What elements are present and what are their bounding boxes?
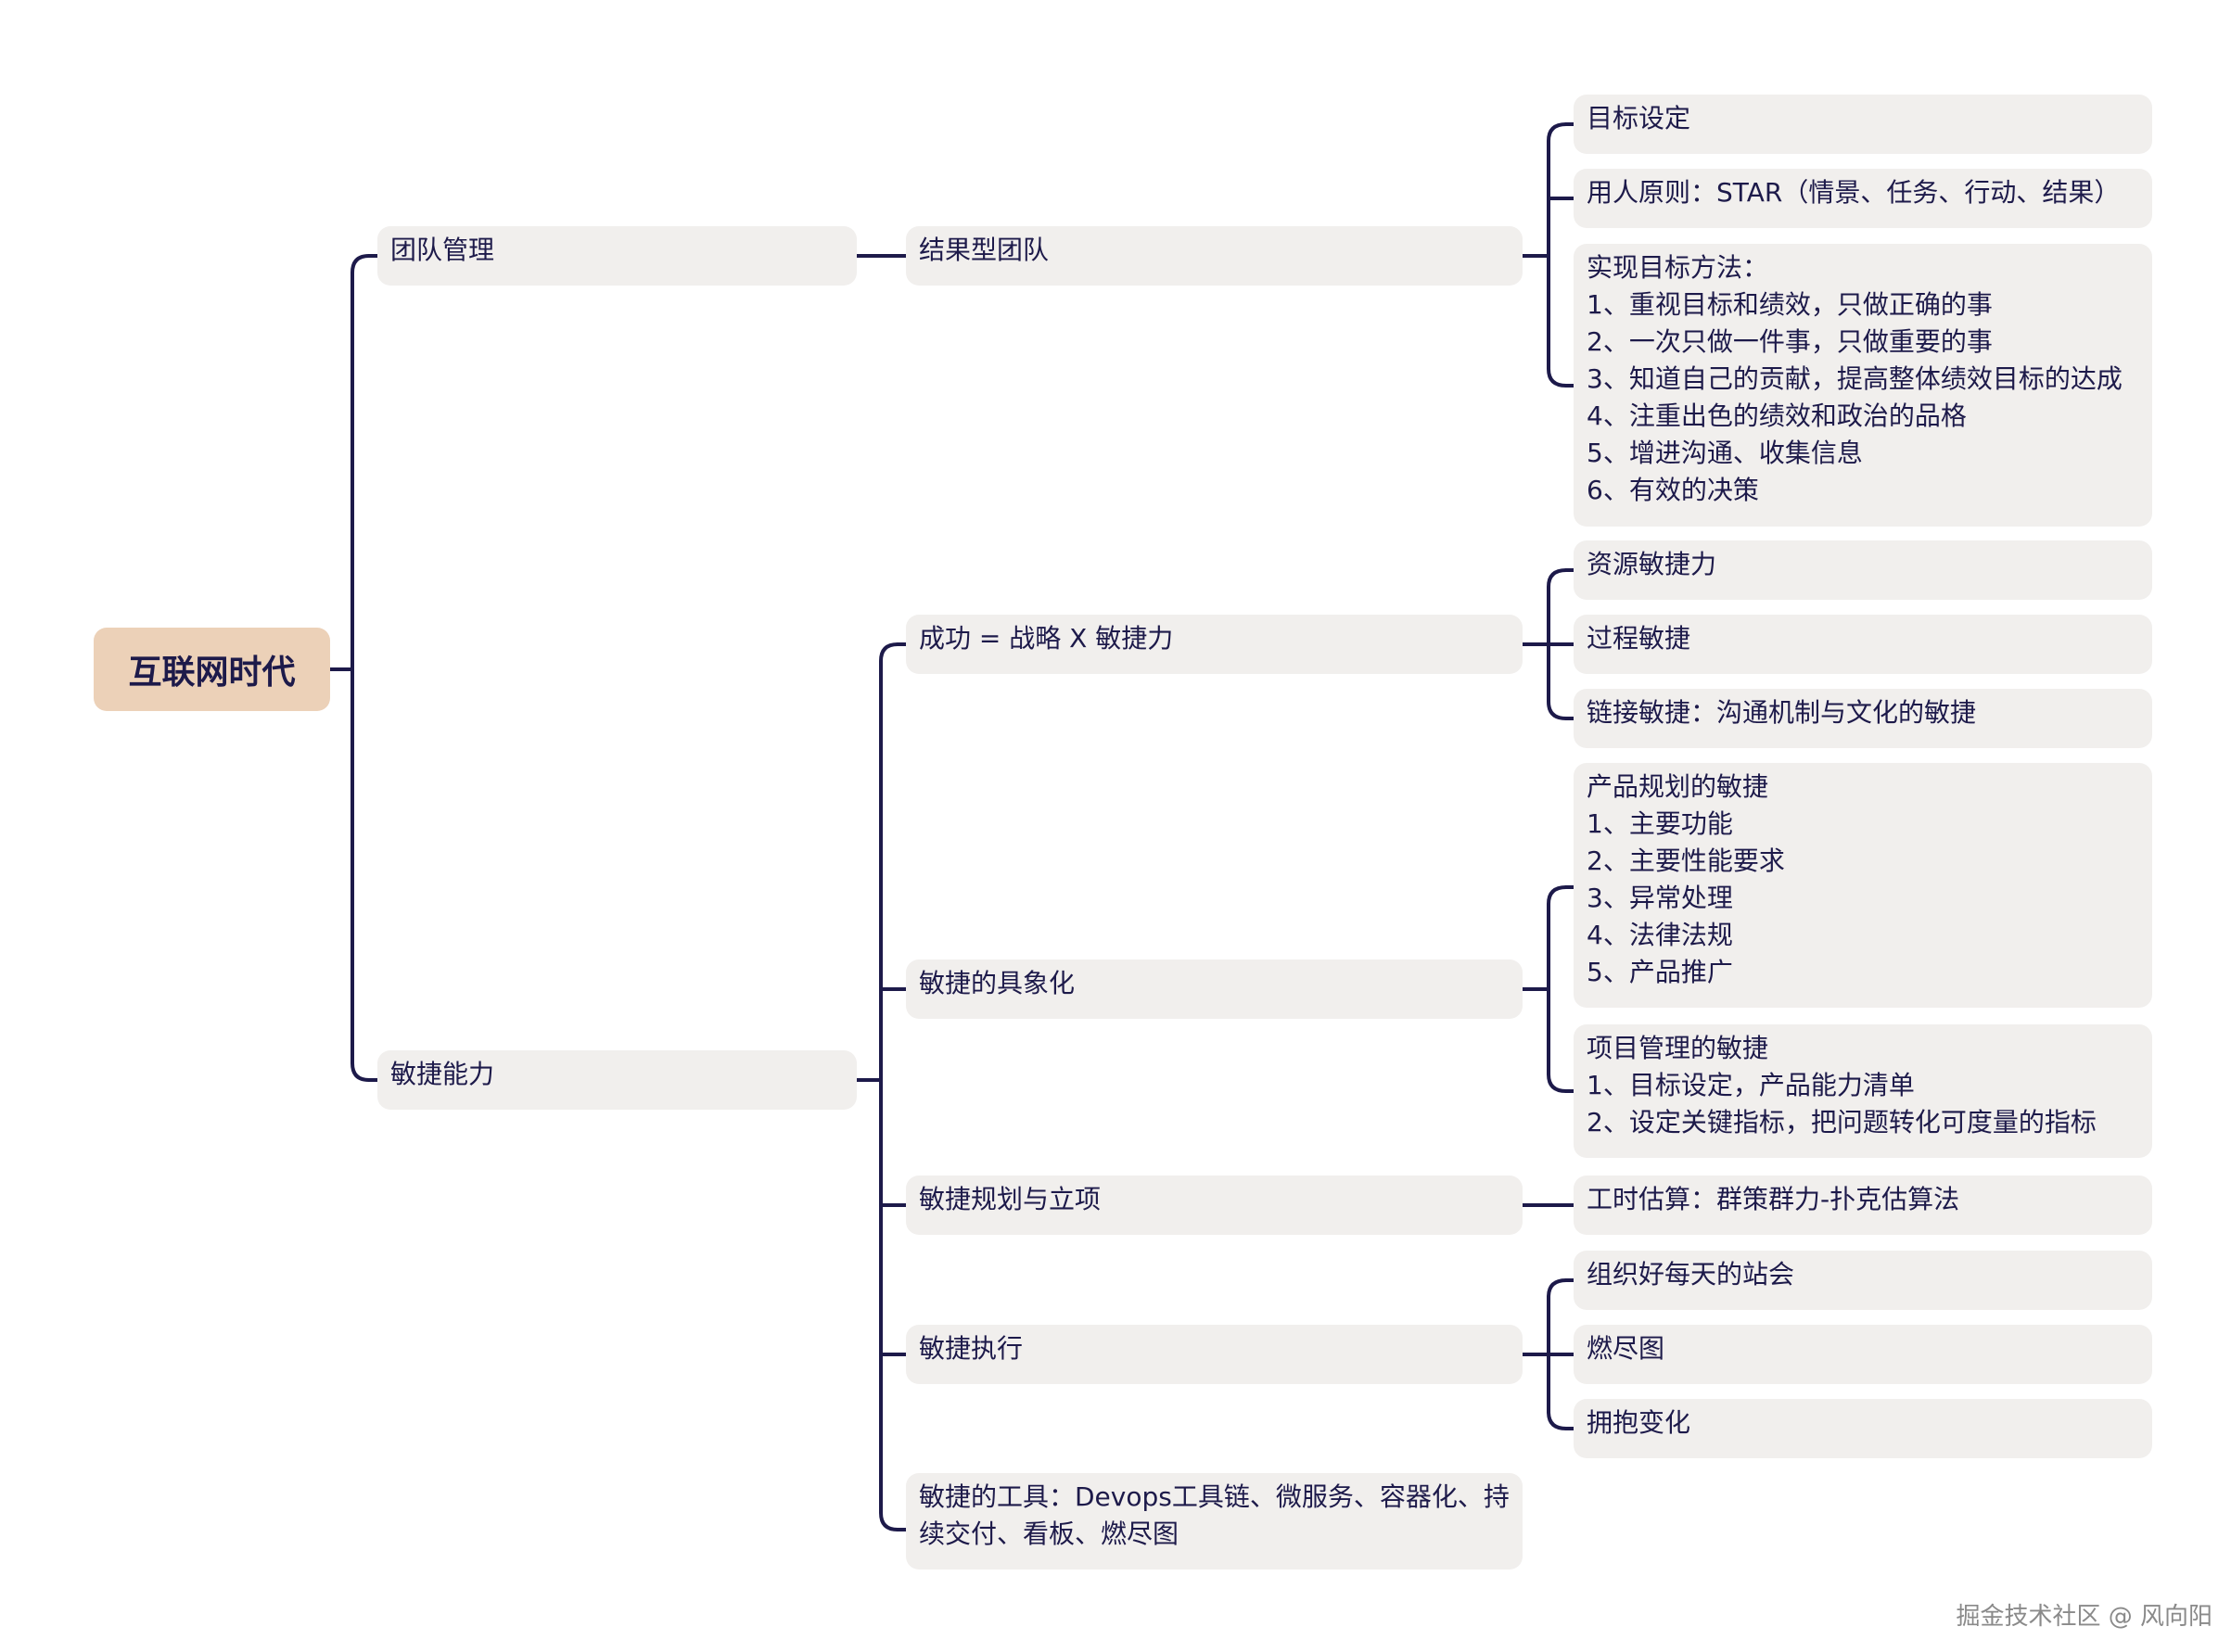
node-link-agility[interactable]: 链接敏捷：沟通机制与文化的敏捷 [1574, 689, 2152, 748]
node-embrace-change[interactable]: 拥抱变化 [1574, 1399, 2152, 1458]
node-project-management[interactable]: 项目管理的敏捷 1、目标设定，产品能力清单 2、设定关键指标，把问题转化可度量的… [1574, 1024, 2152, 1158]
node-agile-execution[interactable]: 敏捷执行 [906, 1325, 1523, 1384]
node-resource-agility[interactable]: 资源敏捷力 [1574, 540, 2152, 600]
node-goal-methods[interactable]: 实现目标方法： 1、重视目标和绩效，只做正确的事 2、一次只做一件事，只做重要的… [1574, 244, 2152, 527]
node-agile-tools[interactable]: 敏捷的工具：Devops工具链、微服务、容器化、持续交付、看板、燃尽图 [906, 1473, 1523, 1569]
node-agile-planning[interactable]: 敏捷规划与立项 [906, 1175, 1523, 1235]
watermark: 掘金技术社区 @ 风向阳 [1956, 1603, 2212, 1631]
node-burndown-chart[interactable]: 燃尽图 [1574, 1325, 2152, 1384]
node-daily-standup[interactable]: 组织好每天的站会 [1574, 1251, 2152, 1310]
root-node[interactable]: 互联网时代 [94, 628, 330, 711]
node-process-agility[interactable]: 过程敏捷 [1574, 615, 2152, 674]
node-agile-concrete[interactable]: 敏捷的具象化 [906, 959, 1523, 1019]
node-success-formula[interactable]: 成功 = 战略 X 敏捷力 [906, 615, 1523, 674]
node-result-team[interactable]: 结果型团队 [906, 226, 1523, 286]
node-agile-ability[interactable]: 敏捷能力 [377, 1050, 857, 1110]
node-goal-setting[interactable]: 目标设定 [1574, 95, 2152, 154]
node-team-management[interactable]: 团队管理 [377, 226, 857, 286]
node-effort-estimation[interactable]: 工时估算：群策群力-扑克估算法 [1574, 1175, 2152, 1235]
node-staffing-principle[interactable]: 用人原则：STAR（情景、任务、行动、结果） [1574, 169, 2152, 228]
node-product-planning[interactable]: 产品规划的敏捷 1、主要功能 2、主要性能要求 3、异常处理 4、法律法规 5、… [1574, 763, 2152, 1008]
